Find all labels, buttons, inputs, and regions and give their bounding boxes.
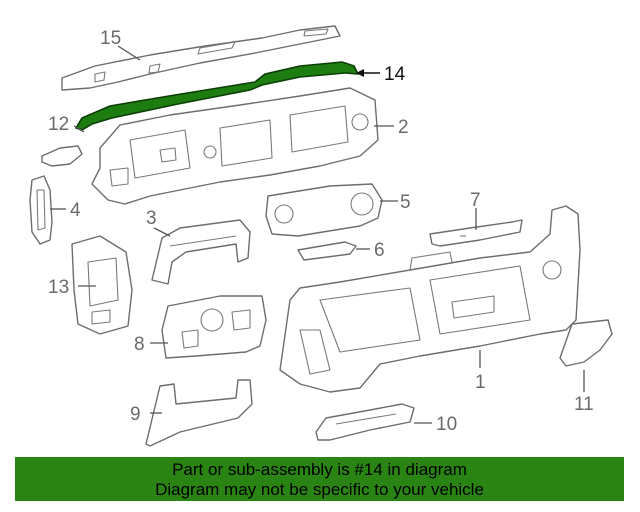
parts-diagram: 15 14 12 2 4 5 3 6 7 13 8 1 9 10 11 (29, 25, 613, 447)
part-5-center-panel[interactable] (265, 183, 383, 237)
part-2-dash-frame[interactable] (91, 87, 379, 205)
callout-1: 1 (475, 372, 486, 393)
leader-lines (50, 45, 585, 424)
info-banner: Part or sub-assembly is #14 in diagram D… (15, 457, 624, 501)
banner-line-1: Part or sub-assembly is #14 in diagram (172, 460, 467, 479)
part-6-strip[interactable] (297, 241, 357, 261)
part-13-vent-bracket[interactable] (71, 235, 133, 335)
part-3-cluster-bezel[interactable] (151, 219, 251, 285)
part-4-end-cap[interactable] (29, 175, 53, 245)
callout-14: 14 (384, 64, 406, 85)
part-10-lower-trim[interactable] (315, 403, 415, 441)
callout-3: 3 (146, 208, 157, 229)
part-9-lower-bezel[interactable] (145, 379, 253, 447)
part-8-center-stack[interactable] (161, 295, 267, 359)
callout-9: 9 (130, 404, 141, 425)
callout-13: 13 (48, 277, 69, 298)
part-11-right-end-cap[interactable] (559, 319, 613, 367)
callout-8: 8 (134, 334, 145, 355)
callout-7: 7 (470, 190, 481, 211)
callout-12: 12 (48, 114, 69, 135)
callout-5: 5 (400, 192, 411, 213)
part-7-bracket[interactable] (429, 219, 523, 247)
callout-6: 6 (374, 240, 385, 261)
callout-15: 15 (100, 28, 121, 49)
callout-4: 4 (70, 200, 81, 221)
callout-10: 10 (436, 414, 457, 435)
callout-2: 2 (398, 117, 409, 138)
callout-11: 11 (574, 394, 594, 415)
part-1-instrument-panel[interactable] (279, 205, 581, 393)
banner-line-2: Diagram may not be specific to your vehi… (155, 480, 484, 499)
part-12-cap[interactable] (41, 145, 83, 167)
part-15-defroster-panel[interactable] (61, 25, 341, 91)
